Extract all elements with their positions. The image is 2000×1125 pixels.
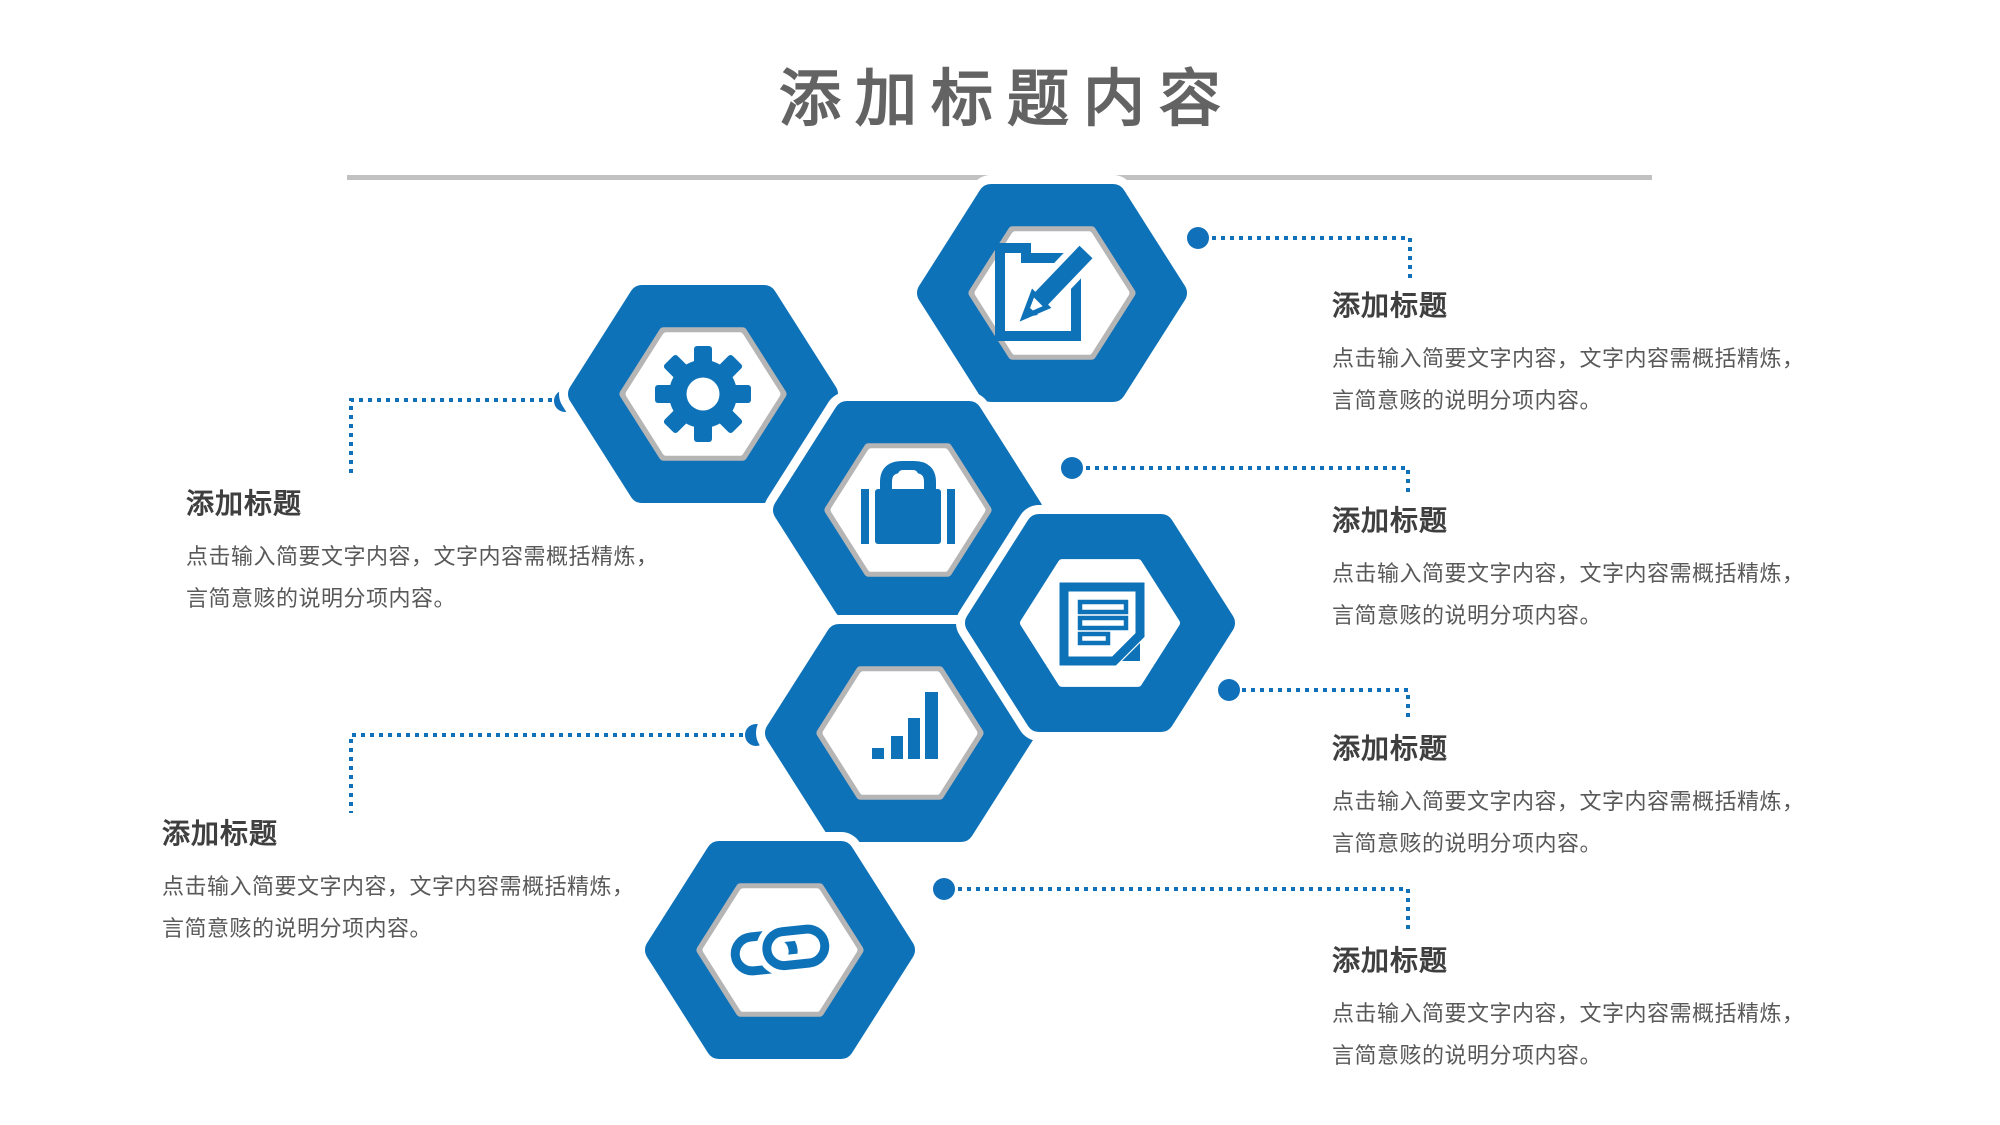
block-title: 添加标题 <box>186 488 303 519</box>
block-title: 添加标题 <box>1332 505 1449 536</box>
briefcase-icon <box>861 461 955 544</box>
connector-left-2 <box>349 733 743 813</box>
block-body: 点击输入简要文字内容，文字内容需概括精炼， 言简意赅的说明分项内容。 <box>1332 338 1852 422</box>
gear-icon <box>655 346 751 442</box>
block-title: 添加标题 <box>1332 945 1449 976</box>
block-body: 点击输入简要文字内容，文字内容需概括精炼， 言简意赅的说明分项内容。 <box>1332 993 1852 1077</box>
hexagon-chain <box>658 854 902 1046</box>
block-body: 点击输入简要文字内容，文字内容需概括精炼， 言简意赅的说明分项内容。 <box>1332 553 1852 637</box>
connector-right-3 <box>1242 688 1410 722</box>
body-line: 言简意赅的说明分项内容。 <box>162 916 433 941</box>
block-body: 点击输入简要文字内容，文字内容需概括精炼， 言简意赅的说明分项内容。 <box>162 866 682 950</box>
block-body: 点击输入简要文字内容，文字内容需概括精炼， 言简意赅的说明分项内容。 <box>186 536 706 620</box>
text-block-right-2: 添加标题 点击输入简要文字内容，文字内容需概括精炼， 言简意赅的说明分项内容。 <box>1332 499 1852 637</box>
hexagon-note <box>978 527 1222 719</box>
text-block-left-2: 添加标题 点击输入简要文字内容，文字内容需概括精炼， 言简意赅的说明分项内容。 <box>162 812 682 950</box>
connector-dot <box>1187 227 1209 249</box>
body-line: 言简意赅的说明分项内容。 <box>1332 1043 1603 1068</box>
body-line: 言简意赅的说明分项内容。 <box>1332 388 1603 413</box>
connector-dot <box>1218 679 1240 701</box>
connector-right-4 <box>958 887 1410 933</box>
block-title: 添加标题 <box>1332 733 1449 764</box>
page-title: 添加标题内容 <box>778 65 1235 134</box>
body-line: 点击输入简要文字内容，文字内容需概括精炼， <box>186 544 659 569</box>
body-line: 点击输入简要文字内容，文字内容需概括精炼， <box>1332 561 1805 586</box>
text-block-right-1: 添加标题 点击输入简要文字内容，文字内容需概括精炼， 言简意赅的说明分项内容。 <box>1332 284 1852 422</box>
body-line: 点击输入简要文字内容，文字内容需概括精炼， <box>1332 789 1805 814</box>
connector-right-2 <box>1086 466 1410 497</box>
hexagon-gear <box>581 298 825 490</box>
text-block-left-1: 添加标题 点击输入简要文字内容，文字内容需概括精炼， 言简意赅的说明分项内容。 <box>186 482 706 620</box>
body-line: 言简意赅的说明分项内容。 <box>1332 603 1603 628</box>
sticky-note-icon <box>1059 582 1145 666</box>
body-line: 点击输入简要文字内容，文字内容需概括精炼， <box>162 874 635 899</box>
connector-dot <box>933 878 955 900</box>
connector-dot <box>1061 457 1083 479</box>
body-line: 言简意赅的说明分项内容。 <box>1332 831 1603 856</box>
block-body: 点击输入简要文字内容，文字内容需概括精炼， 言简意赅的说明分项内容。 <box>1332 781 1852 865</box>
hexagon-edit <box>930 197 1174 389</box>
body-line: 言简意赅的说明分项内容。 <box>186 586 457 611</box>
connector-right-1 <box>1212 236 1412 283</box>
text-block-right-4: 添加标题 点击输入简要文字内容，文字内容需概括精炼， 言简意赅的说明分项内容。 <box>1332 939 1852 1077</box>
body-line: 点击输入简要文字内容，文字内容需概括精炼， <box>1332 1001 1805 1026</box>
connector-left-1 <box>349 398 552 478</box>
hexagon-briefcase <box>786 414 1030 606</box>
body-line: 点击输入简要文字内容，文字内容需概括精炼， <box>1332 346 1805 371</box>
hexagon-bar-chart <box>778 637 1022 829</box>
block-title: 添加标题 <box>1332 290 1449 321</box>
block-title: 添加标题 <box>162 818 279 849</box>
chain-link-icon <box>730 918 836 977</box>
text-block-right-3: 添加标题 点击输入简要文字内容，文字内容需概括精炼， 言简意赅的说明分项内容。 <box>1332 727 1852 865</box>
bar-chart-icon <box>872 692 938 759</box>
edit-document-icon <box>995 234 1103 341</box>
connector-lines <box>349 236 1412 933</box>
